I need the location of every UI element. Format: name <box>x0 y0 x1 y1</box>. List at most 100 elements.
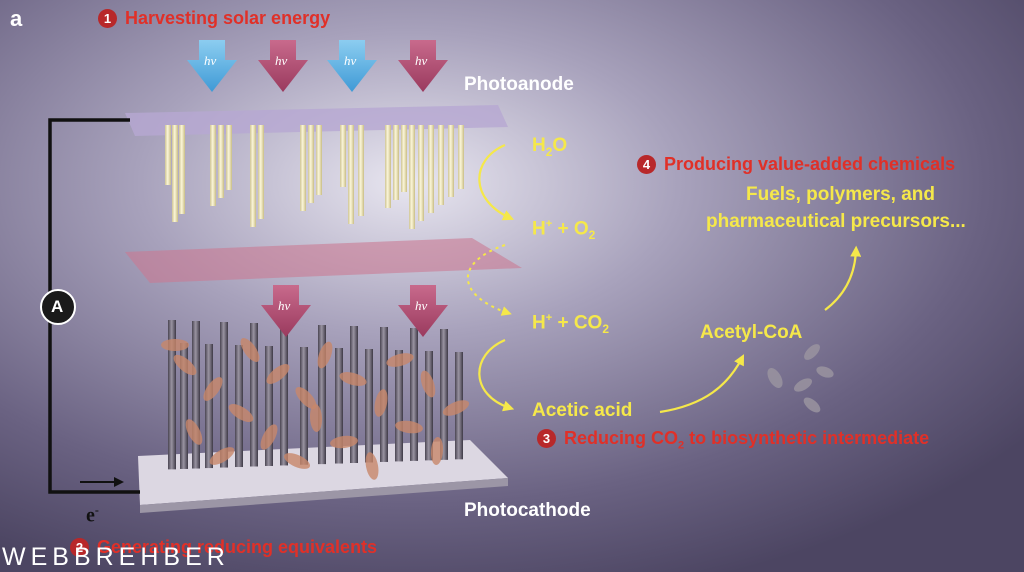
bacterium <box>161 339 189 351</box>
anode-nanowire <box>418 125 424 221</box>
anode-nanowire <box>258 125 264 219</box>
cathode-nanowire <box>318 325 326 465</box>
bacterium <box>295 386 317 410</box>
anode-nanowire <box>300 125 306 211</box>
photon-arrow <box>398 285 448 337</box>
cathode-nanowire <box>220 322 228 468</box>
bacterium <box>420 370 436 398</box>
step-1-badge: 1 <box>98 9 117 28</box>
photon-arrow <box>258 40 308 92</box>
step-4-text: Producing value-added chemicals <box>664 154 956 174</box>
anode-nanowire <box>409 125 415 229</box>
cathode-nanowire <box>335 348 343 464</box>
cathode-nanowire <box>395 350 403 462</box>
photoanode-label: Photoanode <box>464 74 574 95</box>
bacterium <box>173 354 197 376</box>
anode-nanowire <box>308 125 314 203</box>
photon-arrow <box>261 285 311 337</box>
anode-nanowire <box>393 125 399 200</box>
anode-nanowire <box>385 125 391 208</box>
photocathode-label: Photocathode <box>464 500 591 521</box>
acetate-to-acetylcoa-arrow <box>659 354 745 414</box>
water-label: H2O <box>532 135 568 159</box>
proton-co2-label: H+ + CO2 <box>532 312 610 337</box>
photon-label: hv <box>415 298 428 313</box>
cathode-nanowire <box>350 326 358 463</box>
bacterium <box>266 364 290 384</box>
anode-nanowire <box>340 125 346 187</box>
bacterium <box>339 372 367 386</box>
acetyl-coa-label: Acetyl-CoA <box>700 322 803 343</box>
bacterium <box>395 420 423 434</box>
photocathode-edge <box>140 478 508 513</box>
photon-label: hv <box>278 298 291 313</box>
step-1-text: Harvesting solar energy <box>125 8 331 28</box>
proton-transfer-arrow <box>466 244 512 316</box>
watermark: WEBBREHBER <box>2 543 230 571</box>
bacterium <box>430 437 444 465</box>
cathode-nanowire <box>365 349 373 463</box>
anode-nanowire <box>172 125 178 222</box>
cathode-nanowire <box>192 321 200 469</box>
step-4-badge: 4 <box>637 155 656 174</box>
step-1: 1 Harvesting solar energy <box>98 8 330 29</box>
anode-nanowire <box>179 125 185 214</box>
cathode-nanowire <box>425 351 433 461</box>
cathode-nanowire <box>265 346 273 466</box>
bacterium <box>330 435 358 449</box>
photon-arrow <box>398 40 448 92</box>
photocathode-nanowires <box>161 320 470 480</box>
anode-nanowire <box>250 125 256 227</box>
anode-nanowire <box>218 125 224 198</box>
step-2-badge: 2 <box>70 538 89 557</box>
photon-label: hv <box>204 53 217 68</box>
bacteria-cluster <box>767 344 834 413</box>
anode-nanowire <box>448 125 454 197</box>
anode-nanowire <box>358 125 364 216</box>
anode-nanowire <box>428 125 434 213</box>
bacterium <box>260 424 278 450</box>
bacterium <box>386 353 414 367</box>
products-line-2: pharmaceutical precursors... <box>706 211 966 232</box>
bacterium <box>365 452 379 480</box>
cathode-nanowire <box>410 328 418 461</box>
photon-label: hv <box>415 53 428 68</box>
cathode-nanowire <box>168 320 176 470</box>
bacterium <box>283 453 311 469</box>
cathode-nanowire <box>300 347 308 465</box>
co2-reduction-arrow <box>478 338 515 412</box>
anode-nanowire <box>458 125 464 189</box>
water-oxidation-arrow <box>478 143 515 221</box>
cathode-nanowire <box>250 323 258 467</box>
cathode-nanowire <box>280 324 288 466</box>
photon-arrow <box>187 40 237 92</box>
bacterium <box>185 419 203 445</box>
bacterium <box>209 447 235 465</box>
photoanode-nanowires <box>165 125 464 229</box>
membrane <box>125 238 522 283</box>
cathode-nanowire <box>180 343 188 469</box>
bacterium <box>317 341 333 369</box>
bacterium <box>442 400 470 416</box>
step-4: 4 Producing value-added chemicals <box>637 154 955 175</box>
electron-label: e- <box>86 503 99 527</box>
bacterium <box>309 404 323 432</box>
anode-nanowire <box>226 125 232 190</box>
proton-oxygen-label: H+ + O2 <box>532 218 596 243</box>
anode-nanowire <box>316 125 322 195</box>
anode-nanowire <box>348 125 354 224</box>
anode-nanowire <box>401 125 407 192</box>
bacterium <box>228 404 254 422</box>
cathode-nanowire <box>205 344 213 469</box>
photon-arrow <box>327 40 377 92</box>
cathode-nanowire <box>440 329 448 460</box>
acetic-acid-label: Acetic acid <box>532 400 633 421</box>
products-line-1: Fuels, polymers, and <box>746 184 935 205</box>
anode-nanowire <box>210 125 216 206</box>
photon-label: hv <box>344 53 357 68</box>
bacterium <box>203 377 223 401</box>
ammeter <box>40 289 76 325</box>
